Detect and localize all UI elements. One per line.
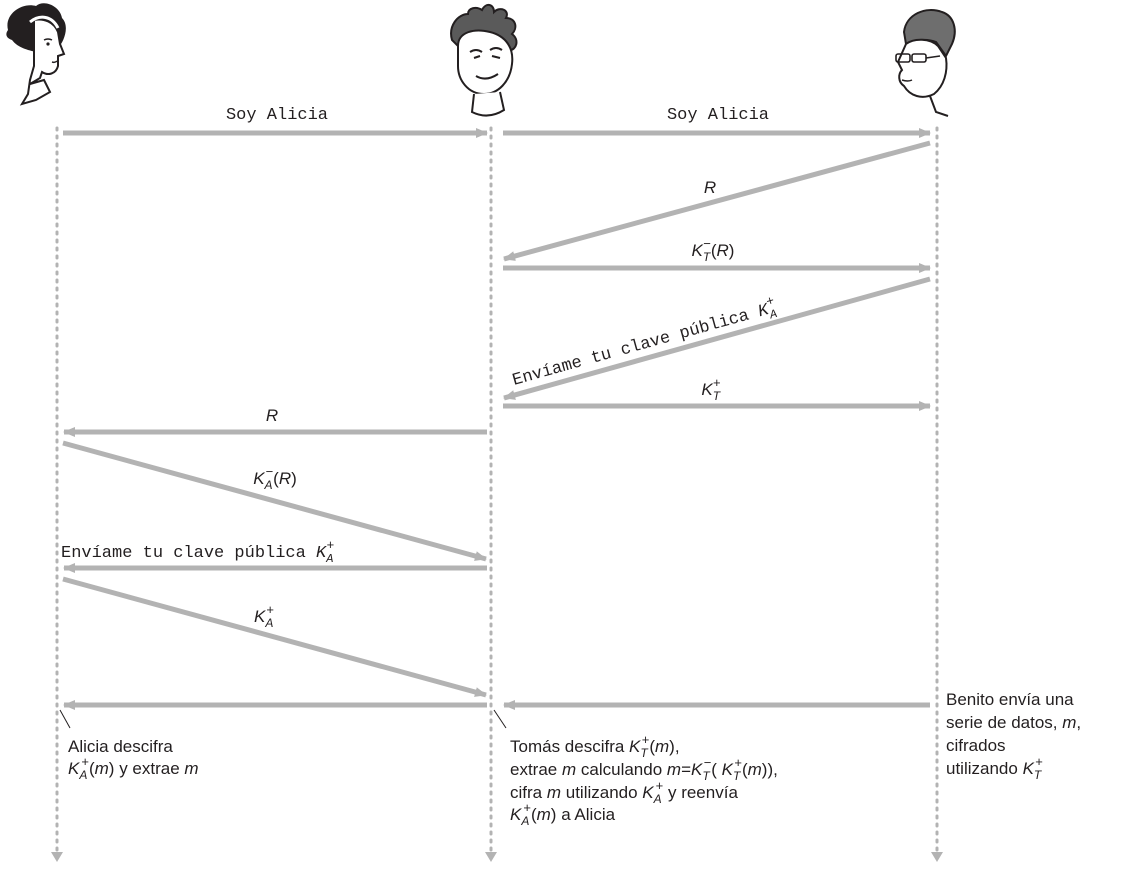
alicia-avatar (6, 3, 66, 106)
lifeline-end-tomas (485, 852, 497, 862)
note-benito-line3: cifrados (946, 736, 1006, 755)
arrow-enviame-1 (503, 276, 931, 401)
label-ka-plus: KA+ (254, 602, 274, 630)
note-tomas-line1: Tomás descifra KT+(m), (510, 732, 680, 760)
label-r-1: R (704, 178, 716, 197)
note-tomas: Tomás descifra KT+(m), extrae m calculan… (510, 732, 778, 828)
tomas-avatar (450, 4, 518, 117)
label-ka-minus-r: KA−(R) (253, 464, 297, 492)
label-soy-alicia-2: Soy Alicia (667, 106, 769, 125)
label-enviame-1: Envíame tu clave pública KA+ (509, 293, 780, 394)
note-tomas-line2: extrae m calculando m=KT−( KT+(m)), (510, 755, 778, 783)
arrow-ka-minus-r (62, 440, 487, 562)
intruder-avatar-icon (450, 4, 518, 117)
note-alicia: Alicia descifra KA+(m) y extrae m (68, 737, 199, 782)
arrow-r-1 (503, 140, 931, 262)
lifeline-end-benito (931, 852, 943, 862)
note-tomas-line3: cifra m utilizando KA+ y reenvía (510, 778, 738, 806)
note-benito: Benito envía una serie de datos, m, cifr… (946, 690, 1081, 782)
leader-tomas-note (493, 709, 507, 729)
benito-avatar (895, 9, 956, 117)
label-soy-alicia-1: Soy Alicia (226, 106, 328, 125)
note-benito-line2: serie de datos, m, (946, 713, 1081, 732)
leader-alicia-note (59, 709, 71, 729)
note-benito-line4: utilizando KT+ (946, 754, 1043, 782)
note-alicia-line1: Alicia descifra (68, 737, 173, 756)
man-with-glasses-avatar-icon (895, 9, 956, 117)
label-enviame-2: Envíame tu clave pública KA+ (61, 538, 334, 566)
note-alicia-line2: KA+(m) y extrae m (68, 754, 199, 782)
label-r-2: R (266, 406, 278, 425)
note-benito-line1: Benito envía una (946, 690, 1074, 709)
label-kt-plus: KT+ (701, 375, 721, 403)
arrow-ka-plus (62, 576, 487, 698)
lifeline-end-alicia (51, 852, 63, 862)
label-kt-minus-r: KT−(R) (692, 236, 735, 264)
note-tomas-line4: KA+(m) a Alicia (510, 800, 616, 828)
woman-avatar-icon (6, 3, 66, 106)
